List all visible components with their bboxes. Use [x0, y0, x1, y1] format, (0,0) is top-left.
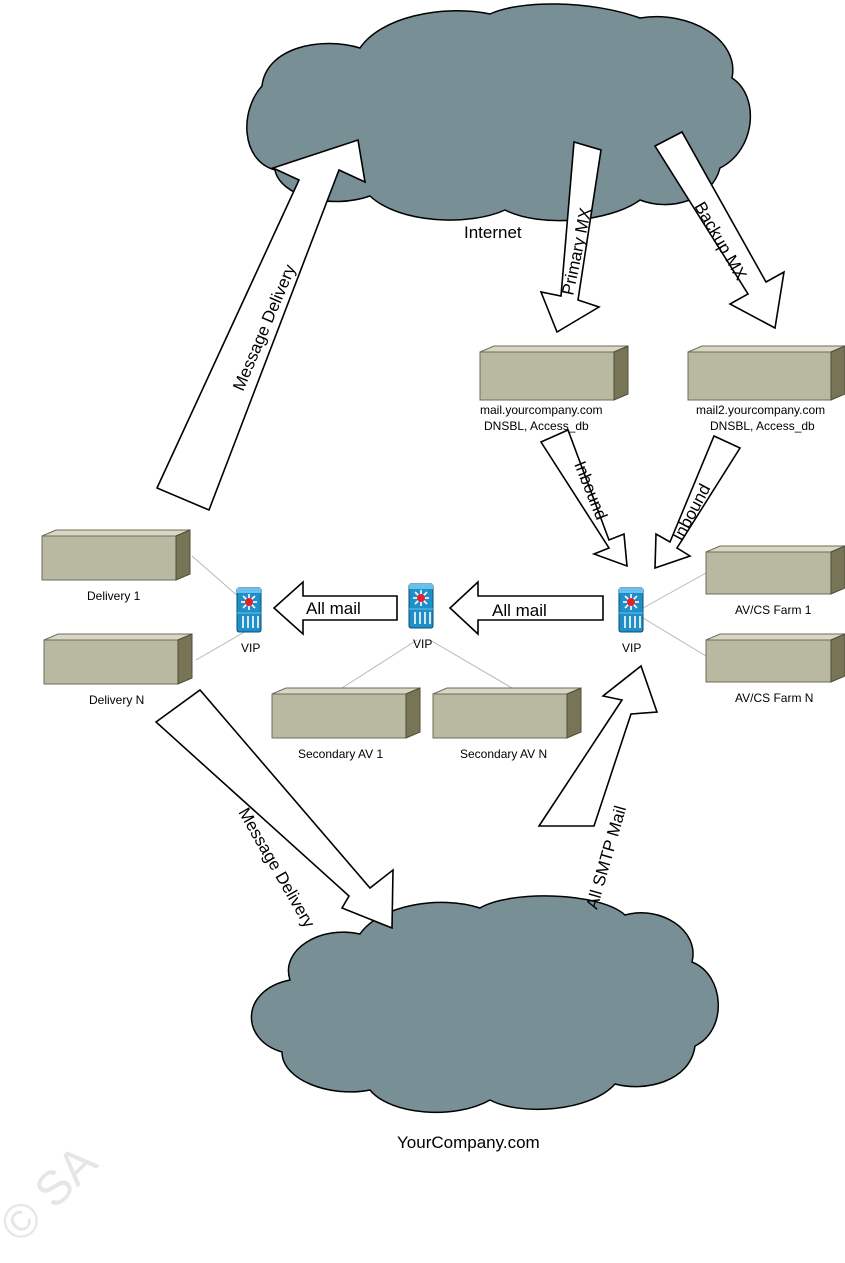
backup-mx-server: mail2.yourcompany.com DNSBL, Access_db	[687, 345, 845, 433]
primary-mx-server: mail.yourcompany.com DNSBL, Access_db	[479, 345, 629, 433]
primary-mx-detail: DNSBL, Access_db	[484, 419, 589, 433]
delivery-1-label: Delivery 1	[87, 589, 141, 603]
inbound-primary-arrow: Inbound	[539, 428, 628, 568]
backup-mx-name: mail2.yourcompany.com	[696, 403, 825, 417]
av-cs-farm-server-1: AV/CS Farm 1	[705, 545, 845, 617]
vip-left: VIP	[236, 587, 262, 655]
delivery-server-n: Delivery N	[43, 633, 193, 707]
yourcompany-cloud: YourCompany.com	[250, 895, 719, 1152]
vip-right-label: VIP	[622, 641, 641, 655]
secondary-av-server-1: Secondary AV 1	[271, 687, 421, 761]
vip-middle-label: VIP	[413, 637, 432, 651]
av-cs-farm-server-n: AV/CS Farm N	[705, 633, 845, 705]
all-mail-right-label: All mail	[492, 601, 547, 620]
load-balancer-switch-icon	[408, 583, 434, 629]
av-cs-farm-1-label: AV/CS Farm 1	[735, 603, 812, 617]
inbound-backup-label: Inbound	[669, 481, 715, 544]
yourcompany-label: YourCompany.com	[397, 1133, 540, 1152]
secondary-av-n-label: Secondary AV N	[460, 747, 547, 761]
copyright-watermark: © SA	[0, 1136, 107, 1253]
delivery-server-1: Delivery 1	[41, 529, 191, 603]
all-mail-left-label: All mail	[306, 599, 361, 618]
internet-cloud: Internet	[246, 3, 752, 242]
av-cs-farm-n-label: AV/CS Farm N	[735, 691, 813, 705]
all-mail-right-arrow: All mail	[448, 580, 604, 636]
vip-left-label: VIP	[241, 641, 260, 655]
vip-right: VIP	[618, 587, 644, 655]
vip-middle: VIP	[408, 583, 434, 651]
primary-mx-name: mail.yourcompany.com	[480, 403, 602, 417]
load-balancer-switch-icon	[236, 587, 262, 633]
secondary-av-1-label: Secondary AV 1	[298, 747, 383, 761]
internet-label: Internet	[464, 223, 522, 242]
delivery-n-label: Delivery N	[89, 693, 144, 707]
all-mail-left-arrow: All mail	[272, 580, 398, 636]
load-balancer-switch-icon	[618, 587, 644, 633]
secondary-av-server-n: Secondary AV N	[432, 687, 582, 761]
backup-mx-detail: DNSBL, Access_db	[710, 419, 815, 433]
